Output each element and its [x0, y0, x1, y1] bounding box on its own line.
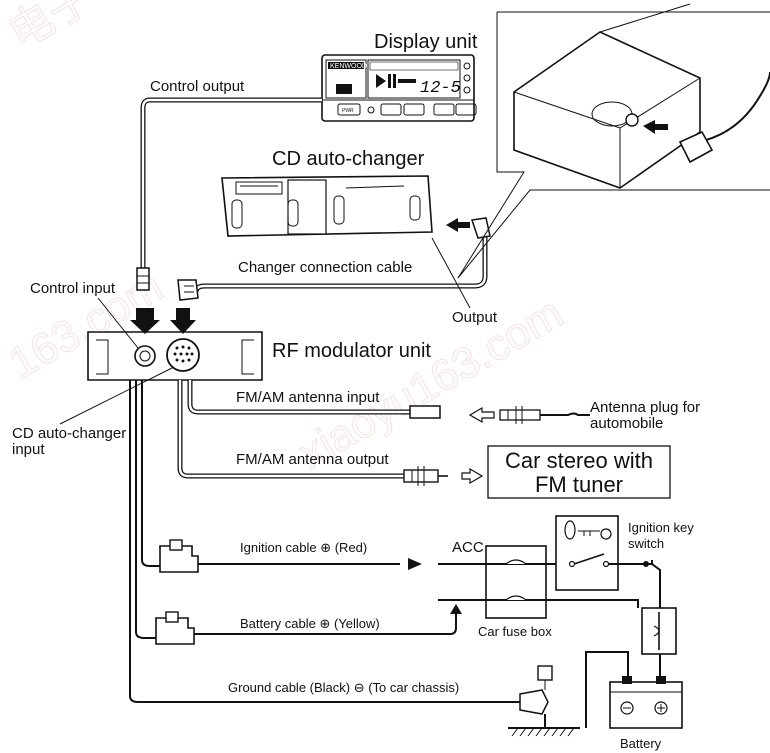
ignition-key-label-1: Ignition key: [628, 520, 694, 535]
cd-auto-changer-input-label-1: CD auto-changer: [12, 425, 126, 442]
car-stereo-label-1: Car stereo with: [505, 448, 653, 473]
ignition-key-switch: [555, 515, 661, 608]
display-unit: KENWOOD 12-5 PWR: [321, 54, 477, 122]
car-stereo-box: [487, 445, 671, 499]
antenna-plug-label-2: automobile: [590, 415, 663, 432]
battery-label: Battery: [620, 736, 662, 751]
ground-cable-label: Ground cable (Black) ⊖ (To car chassis): [228, 680, 459, 695]
antenna-plug-label-1: Antenna plug for: [590, 399, 700, 416]
control-output-label: Control output: [150, 78, 245, 95]
display-brand: KENWOOD: [330, 63, 367, 70]
battery-cable-label: Battery cable ⊕ (Yellow): [240, 616, 380, 631]
control-input-leader: [97, 297, 139, 349]
cd-auto-changer-label: CD auto-changer: [272, 148, 425, 170]
car-fuse-box: [485, 545, 639, 619]
battery-cable: [135, 380, 504, 645]
cd-input-leader: [59, 367, 173, 425]
svg-text:电子: 电子: [1, 0, 102, 59]
control-input-label: Control input: [30, 280, 116, 297]
output-leader: [431, 237, 471, 309]
rf-modulator-unit: [87, 308, 263, 381]
antenna-output-wire: [177, 380, 484, 486]
antenna-input-wire: [187, 380, 590, 424]
fm-am-antenna-output-label: FM/AM antenna output: [236, 451, 389, 468]
control-output-cable: [136, 97, 322, 291]
display-readout: 12-5: [420, 79, 461, 98]
output-label: Output: [452, 309, 498, 326]
battery: [585, 651, 683, 729]
inset-detail: [457, 3, 770, 279]
ignition-key-label-2: switch: [628, 536, 664, 551]
display-unit-label: Display unit: [374, 31, 478, 53]
ignition-cable: [141, 380, 504, 573]
ignition-cable-label: Ignition cable ⊕ (Red): [240, 540, 367, 555]
changer-connection-cable-label: Changer connection cable: [238, 259, 412, 276]
ground-cable: [129, 380, 580, 737]
pwr-label: PWR: [342, 108, 354, 114]
car-fuse-box-label: Car fuse box: [478, 624, 552, 639]
cd-auto-changer-input-label-2: input: [12, 441, 45, 458]
car-stereo-label-2: FM tuner: [535, 472, 623, 497]
acc-label: ACC: [452, 539, 484, 556]
fm-am-antenna-input-label: FM/AM antenna input: [236, 389, 380, 406]
battery-inline-fuse: [641, 607, 677, 684]
cd-auto-changer: [221, 175, 433, 237]
changer-connection-cable: [177, 217, 491, 301]
rf-modulator-unit-label: RF modulator unit: [272, 340, 431, 362]
